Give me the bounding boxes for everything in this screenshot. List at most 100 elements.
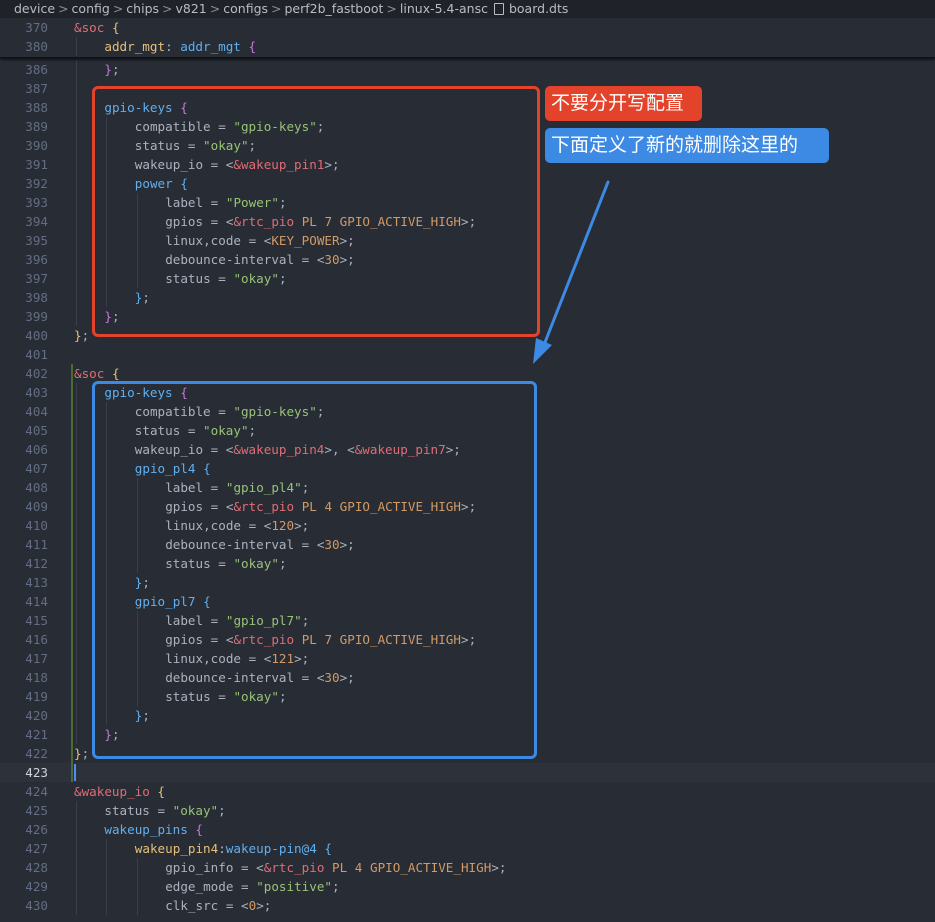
breadcrumb-item[interactable]: perf2b_fastboot [284,1,384,16]
code-token: gpios = < [165,499,234,514]
indent-guide [136,630,138,649]
text-cursor [74,764,76,781]
indent-guide [76,592,77,611]
code-token: { [248,39,257,54]
code-token: >; [294,651,310,666]
indent-guide [106,630,108,649]
code-line[interactable]: 401 [0,345,935,364]
code-line[interactable]: 370&soc { [0,18,935,37]
code-line[interactable]: 422}; [0,744,935,763]
code-line[interactable]: 413}; [0,573,935,592]
code-token [324,860,332,875]
line-number: 421 [25,727,48,742]
breadcrumb-item[interactable]: linux-5.4-ansc [399,1,488,16]
code-token: >; [294,518,310,533]
indent-guide [76,573,77,592]
line-number: 422 [25,746,48,761]
indent-guide [136,231,138,250]
line-number: 423 [25,765,48,780]
modified-gutter-marker [71,383,73,402]
code-token: 30 [324,252,340,267]
indent-guide [76,839,77,858]
code-token: 121 [271,651,295,666]
code-line[interactable]: 421}; [0,725,935,744]
code-line[interactable]: 420}; [0,706,935,725]
code-token: linux,code = < [165,651,272,666]
code-token: &wakeup_pin7 [354,442,446,457]
code-token: "gpio_pl4" [225,480,302,495]
code-token: ; [142,575,150,590]
indent-guide [136,877,138,896]
code-token: "Power" [225,195,279,210]
code-line[interactable]: 424&wakeup_io { [0,782,935,801]
indent-guide [76,307,77,326]
code-token [294,214,302,229]
indent-guide [106,706,108,725]
code-line[interactable]: 400}; [0,326,935,345]
code-line[interactable]: 387 [0,79,935,98]
code-line[interactable]: 402&soc { [0,364,935,383]
breadcrumb-separator: > [271,1,282,16]
code-line[interactable]: 417 linux,code = <121>; [0,649,935,668]
code-line[interactable]: 399}; [0,307,935,326]
breadcrumb-item[interactable]: configs [223,1,269,16]
indent-guide [136,250,138,269]
code-token: &wakeup_pin1 [233,157,325,172]
code-text: compatible = "gpio-keys"; [135,117,325,136]
code-token: { [111,366,120,381]
indent-guide [76,136,77,155]
code-token: "gpio-keys" [233,404,317,419]
breadcrumb-item[interactable]: v821 [175,1,207,16]
code-token: wakeup_pin4 [134,841,219,856]
indent-guide [76,60,77,79]
code-token: gpio_pl7 [134,594,196,609]
code-token: 4 [324,499,333,514]
indent-guide [106,858,108,877]
code-line-current[interactable]: 423 [0,763,935,782]
code-line[interactable]: 398}; [0,288,935,307]
line-number: 417 [25,651,48,666]
indent-guide [106,649,108,668]
breadcrumb-item[interactable]: chips [126,1,160,16]
breadcrumb-item[interactable]: config [71,1,110,16]
code-line[interactable]: 386}; [0,60,935,79]
breadcrumb-item[interactable]: board.dts [508,1,569,16]
code-token: &rtc_pio [263,860,325,875]
breadcrumb-item[interactable]: device [14,1,56,16]
